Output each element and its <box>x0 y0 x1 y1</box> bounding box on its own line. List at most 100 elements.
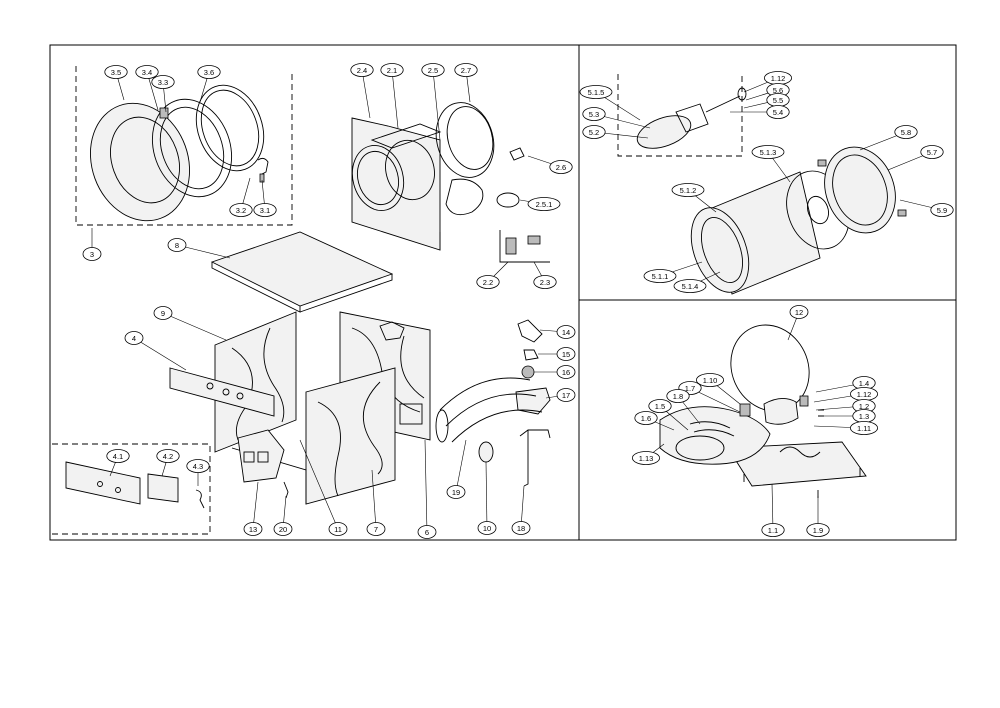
callout-c15: 15 <box>556 347 576 361</box>
top-panel-edge-right <box>299 274 393 313</box>
motor-connector <box>799 395 809 407</box>
sensor-part <box>505 237 517 255</box>
drawer-slot-1 <box>243 451 255 463</box>
callout-label-text: 6 <box>425 528 429 537</box>
top-panel-edge <box>211 262 301 313</box>
drum-shaft <box>705 95 741 113</box>
callout-c1-9: 1.9 <box>806 523 830 537</box>
drum-opening <box>701 217 743 283</box>
heater-outlet <box>675 435 725 461</box>
callout-c4: 4 <box>124 331 144 345</box>
door-glass <box>195 84 265 172</box>
callout-label-text: 2.7 <box>461 66 471 75</box>
callout-label-text: 3.2 <box>236 206 246 215</box>
callout-label-text: 15 <box>562 350 570 359</box>
leader-c7 <box>371 469 377 530</box>
leader-c2-1 <box>391 69 399 129</box>
callout-label-text: 3 <box>90 250 94 259</box>
callout-label-text: 2.6 <box>556 163 566 172</box>
callout-c7: 7 <box>366 522 386 536</box>
callout-c5-1-5: 5.1.5 <box>579 85 613 99</box>
callout-label-text: 5.2 <box>589 128 599 137</box>
callout-label-text: 5.5 <box>773 96 783 105</box>
callout-c5-1-4: 5.1.4 <box>673 279 707 293</box>
callout-oval <box>350 63 374 77</box>
leader-c4 <box>133 337 187 371</box>
exhaust-hose <box>435 377 543 443</box>
hose-end <box>435 409 449 443</box>
door-inner-ring <box>110 116 180 204</box>
callout-oval <box>476 275 500 289</box>
callout-label-text: 2.5.1 <box>536 200 553 209</box>
tub-clip-2 <box>897 209 907 217</box>
callout-c5-5: 5.5 <box>766 93 790 107</box>
drum-back-group-box <box>617 74 743 157</box>
bearing-housing <box>385 139 435 201</box>
callout-c13: 13 <box>243 522 263 536</box>
control-knob-1 <box>206 382 214 390</box>
shaft-bearing <box>737 87 747 101</box>
callout-c4-2: 4.2 <box>156 449 180 463</box>
motor-screw <box>818 409 824 417</box>
callout-oval <box>380 63 404 77</box>
callout-c1-1: 1.1 <box>761 523 785 537</box>
front-cabinet-panel <box>305 367 396 505</box>
callout-label-text: 5.1.5 <box>588 88 605 97</box>
callout-c1-6: 1.6 <box>634 411 658 425</box>
callout-c10: 10 <box>477 521 497 535</box>
fascia-knob-2 <box>115 487 121 493</box>
callout-label-text: 4.2 <box>163 452 173 461</box>
callout-c5-1-1: 5.1.1 <box>643 269 677 283</box>
front-panel <box>351 117 441 251</box>
callout-label-text: 4.1 <box>113 452 123 461</box>
callout-label-text: 16 <box>562 368 570 377</box>
front-seal-ring <box>435 102 495 178</box>
callout-oval <box>186 459 210 473</box>
callout-c2-1: 2.1 <box>380 63 404 77</box>
callout-c1-8: 1.8 <box>666 389 690 403</box>
callout-label-text: 1.10 <box>703 376 718 385</box>
callout-c2-6: 2.6 <box>549 160 573 174</box>
back-panel-emboss-2 <box>400 335 425 399</box>
door-assembly <box>89 84 269 222</box>
callout-label-text: 2.1 <box>387 66 397 75</box>
control-group-box <box>52 443 211 535</box>
callout-oval <box>82 247 102 261</box>
callout-label-text: 5.7 <box>927 148 937 157</box>
callout-oval <box>789 305 809 319</box>
callout-label-text: 5.8 <box>901 128 911 137</box>
part-16 <box>521 365 535 379</box>
heater-housing <box>659 406 771 465</box>
callout-oval <box>135 65 159 79</box>
callout-c2-3: 2.3 <box>533 275 557 289</box>
callout-c6: 6 <box>417 525 437 539</box>
callout-oval <box>671 183 705 197</box>
callout-c2-7: 2.7 <box>454 63 478 77</box>
control-panel <box>169 367 275 417</box>
door-hinge <box>257 157 269 175</box>
control-fascia <box>65 461 141 505</box>
top-panel <box>210 231 394 307</box>
callout-label-text: 1.4 <box>859 379 869 388</box>
drum-panel <box>617 74 907 295</box>
callout-label-text: 4 <box>132 334 136 343</box>
callout-label-text: 7 <box>374 525 378 534</box>
callout-oval <box>253 203 277 217</box>
drum-tub <box>824 146 896 234</box>
callout-c4-3: 4.3 <box>186 459 210 473</box>
callout-c5-9: 5.9 <box>930 203 954 217</box>
callout-label-text: 20 <box>279 525 287 534</box>
callout-label-text: 1.8 <box>673 392 683 401</box>
hose-lower <box>451 409 543 443</box>
sensor-connector <box>527 235 541 245</box>
heater-panel <box>659 324 867 498</box>
callout-oval <box>556 347 576 361</box>
callout-oval <box>806 523 830 537</box>
callout-oval <box>556 365 576 379</box>
callout-c1-10: 1.10 <box>696 373 725 387</box>
callout-c5-3: 5.3 <box>582 107 606 121</box>
door-group-box <box>75 66 293 226</box>
callout-oval <box>643 269 677 283</box>
callout-c20: 20 <box>273 522 293 536</box>
part-18 <box>519 429 551 487</box>
